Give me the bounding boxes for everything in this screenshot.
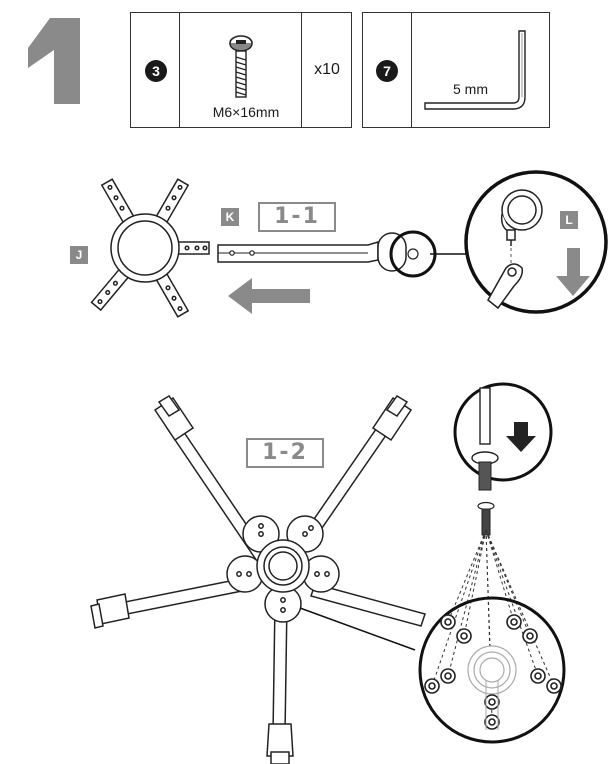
base-hub-illustration [90, 178, 210, 318]
screw-icon [229, 35, 253, 98]
divider [301, 13, 302, 127]
detail-circle-caster [464, 170, 608, 314]
leader-line [430, 253, 470, 255]
parts-box-hex-key: 7 5 mm [362, 12, 550, 128]
callout-j: J [70, 246, 88, 264]
part-badge-hex-key: 7 [376, 60, 398, 82]
callout-l: L [560, 211, 578, 229]
detail-circle-hub-bolts [418, 529, 566, 744]
arrow-left-icon [228, 278, 310, 314]
substep-label-1-1: 1-1 [258, 202, 336, 232]
screw-icon [477, 501, 495, 536]
parts-box-screw: 3 M6×16mm x10 [130, 12, 352, 128]
part-name-hex-key: 5 mm [453, 81, 488, 97]
detail-circle-hex-key [453, 382, 553, 491]
arm-bar-illustration [217, 230, 437, 278]
substep-label-1-2: 1-2 [246, 438, 324, 468]
part-quantity-screw: x10 [314, 61, 340, 78]
five-star-base-illustration [90, 395, 426, 764]
divider [411, 13, 412, 127]
callout-k: K [221, 208, 239, 226]
part-badge-screw: 3 [145, 60, 167, 82]
divider [179, 13, 180, 127]
step-number-graphic: 1 [28, 18, 80, 104]
hex-key-icon [424, 30, 526, 110]
part-name-screw: M6×16mm [212, 104, 280, 120]
